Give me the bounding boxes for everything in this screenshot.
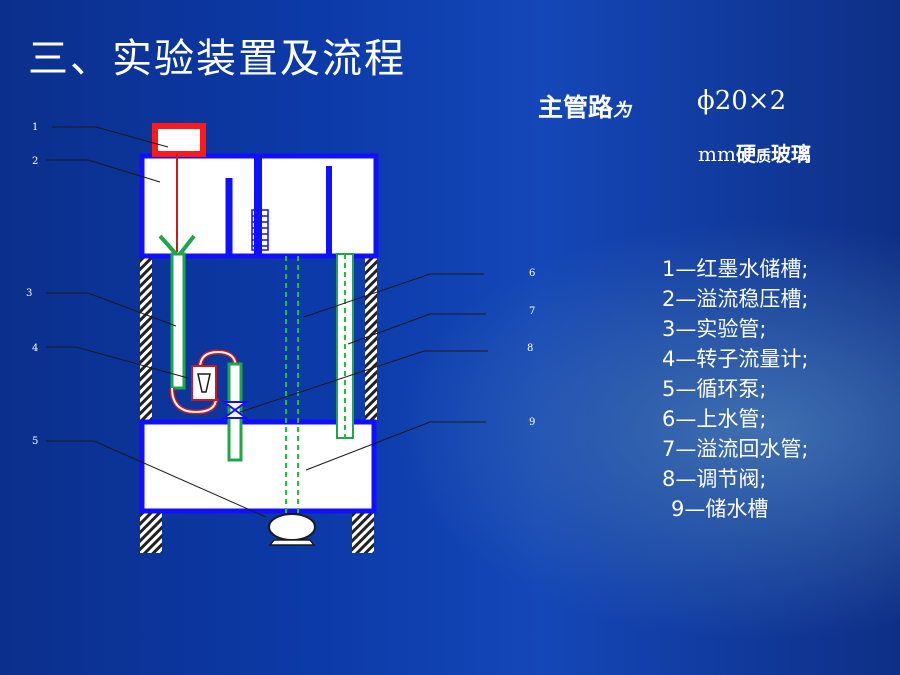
page-title: 三、实验装置及流程 — [28, 36, 406, 82]
label-number-9: 9 — [529, 417, 535, 428]
label-number-5: 5 — [32, 436, 38, 447]
pipe-spec-material-b: 质 — [755, 147, 771, 165]
legend-item-valve: 8—调节阀; — [662, 467, 767, 491]
storage-tank — [139, 419, 377, 514]
legend-item-return-pipe: 7—溢流回水管; — [662, 437, 809, 461]
leader-line-3 — [46, 292, 177, 327]
label-number-1: 1 — [32, 122, 38, 133]
tube-inlet-funnel — [158, 234, 196, 256]
label-number-8: 8 — [527, 343, 533, 354]
experiment-tube — [170, 252, 186, 390]
leader-line-2 — [46, 159, 161, 183]
control-valve — [220, 401, 250, 419]
leader-line-5 — [46, 440, 267, 518]
support-column-left — [140, 256, 152, 420]
legend-item-storage-tank: 9—储水槽 — [671, 497, 769, 521]
leader-line-7 — [347, 313, 486, 345]
pipe-spec-label: 主管路为 — [538, 88, 631, 124]
leader-line-1 — [52, 126, 169, 148]
leader-line-9 — [305, 421, 486, 471]
support-column-right — [365, 256, 377, 420]
pipe-spec-unit: mm — [698, 142, 736, 166]
pipe-spec-label-suffix: 为 — [613, 100, 632, 121]
leader-line-6 — [303, 273, 484, 318]
legend-item-test-tube: 3—实验管; — [662, 317, 767, 341]
pipe-spec-material-c: 玻璃 — [770, 142, 811, 166]
stabilizer-grid — [251, 209, 269, 251]
pump-base — [268, 539, 316, 546]
label-number-4: 4 — [32, 343, 38, 354]
leader-line-8 — [239, 350, 488, 413]
legend-item-pump: 5—循环泵; — [662, 377, 767, 401]
legend-item-overflow-tank: 2—溢流稳压槽; — [662, 287, 809, 311]
label-number-7: 7 — [529, 306, 535, 317]
rotameter-float — [197, 373, 211, 393]
red-ink-tank — [152, 123, 206, 157]
leader-line-4 — [46, 346, 189, 379]
circulation-pump — [268, 513, 316, 541]
pipe-spec-label-main: 主管路 — [538, 93, 614, 122]
rotameter-loop-inner — [199, 350, 237, 369]
pipe-spec-material: mm硬质玻璃 — [698, 138, 811, 167]
legend-item-supply-pipe: 6—上水管; — [662, 407, 767, 431]
label-number-2: 2 — [32, 156, 38, 167]
legend-list: 1—红墨水储槽; 2—溢流稳压槽; 3—实验管; 4—转子流量计; 5—循环泵;… — [662, 254, 808, 524]
legend-item-ink-tank: 1—红墨水储槽; — [662, 257, 809, 281]
support-leg-left — [140, 511, 162, 553]
pipe-spec-dimension: ϕ20×2 — [697, 86, 787, 116]
tube-bottom-bend-inner — [171, 387, 217, 414]
support-leg-right — [352, 511, 374, 553]
label-number-6: 6 — [529, 268, 535, 279]
label-number-3: 3 — [26, 288, 32, 299]
legend-item-rotameter: 4—转子流量计; — [662, 347, 809, 371]
pipe-spec-material-a: 硬 — [735, 142, 756, 166]
rotameter — [191, 365, 217, 401]
water-supply-pipe — [285, 256, 299, 518]
